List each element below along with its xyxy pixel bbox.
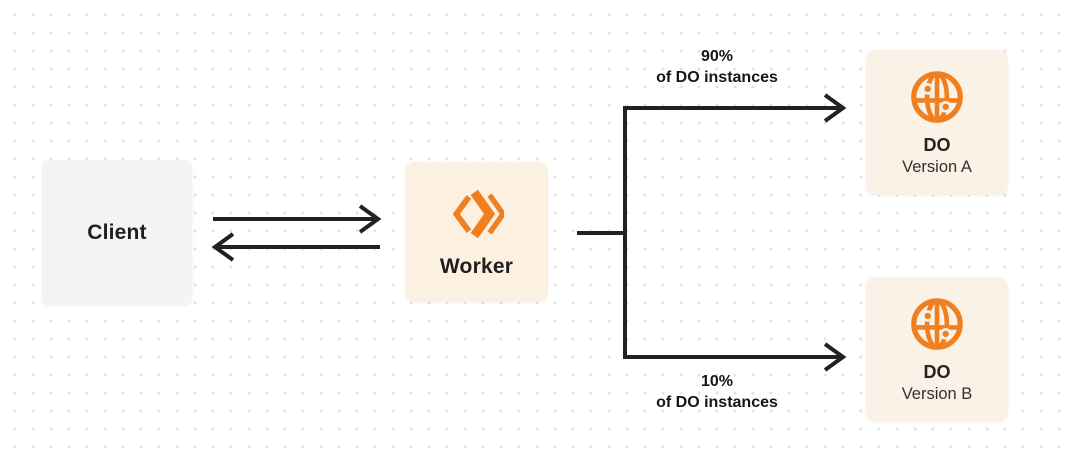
globe-icon: [908, 68, 966, 126]
split-branch-line: [623, 106, 841, 359]
worker-label: Worker: [439, 255, 514, 278]
do-a-title: DO: [923, 135, 951, 155]
bottom-split-percent: 10%: [700, 373, 734, 390]
do-version-b-node: DO Version B: [866, 277, 1008, 422]
top-split-percent: 90%: [700, 48, 734, 65]
top-split-caption: of DO instances: [656, 69, 778, 86]
client-to-worker-arrowhead-icon: [358, 204, 382, 234]
do-b-title: DO: [923, 362, 951, 382]
bottom-split-caption: of DO instances: [656, 394, 778, 411]
top-split-label: 90% of DO instances: [592, 46, 842, 88]
client-label: Client: [87, 220, 147, 244]
worker-node: Worker: [405, 162, 548, 302]
split-top-arrowhead-icon: [823, 93, 847, 123]
bottom-split-label: 10% of DO instances: [592, 371, 842, 413]
globe-icon: [908, 295, 966, 353]
workers-chevrons-icon: [450, 185, 504, 243]
do-a-subtitle: Version A: [902, 158, 972, 176]
worker-to-client-arrowhead-icon: [211, 232, 235, 262]
do-b-subtitle: Version B: [901, 385, 973, 403]
split-bottom-arrowhead-icon: [823, 342, 847, 372]
do-version-a-node: DO Version A: [866, 50, 1008, 195]
client-node: Client: [42, 160, 192, 305]
